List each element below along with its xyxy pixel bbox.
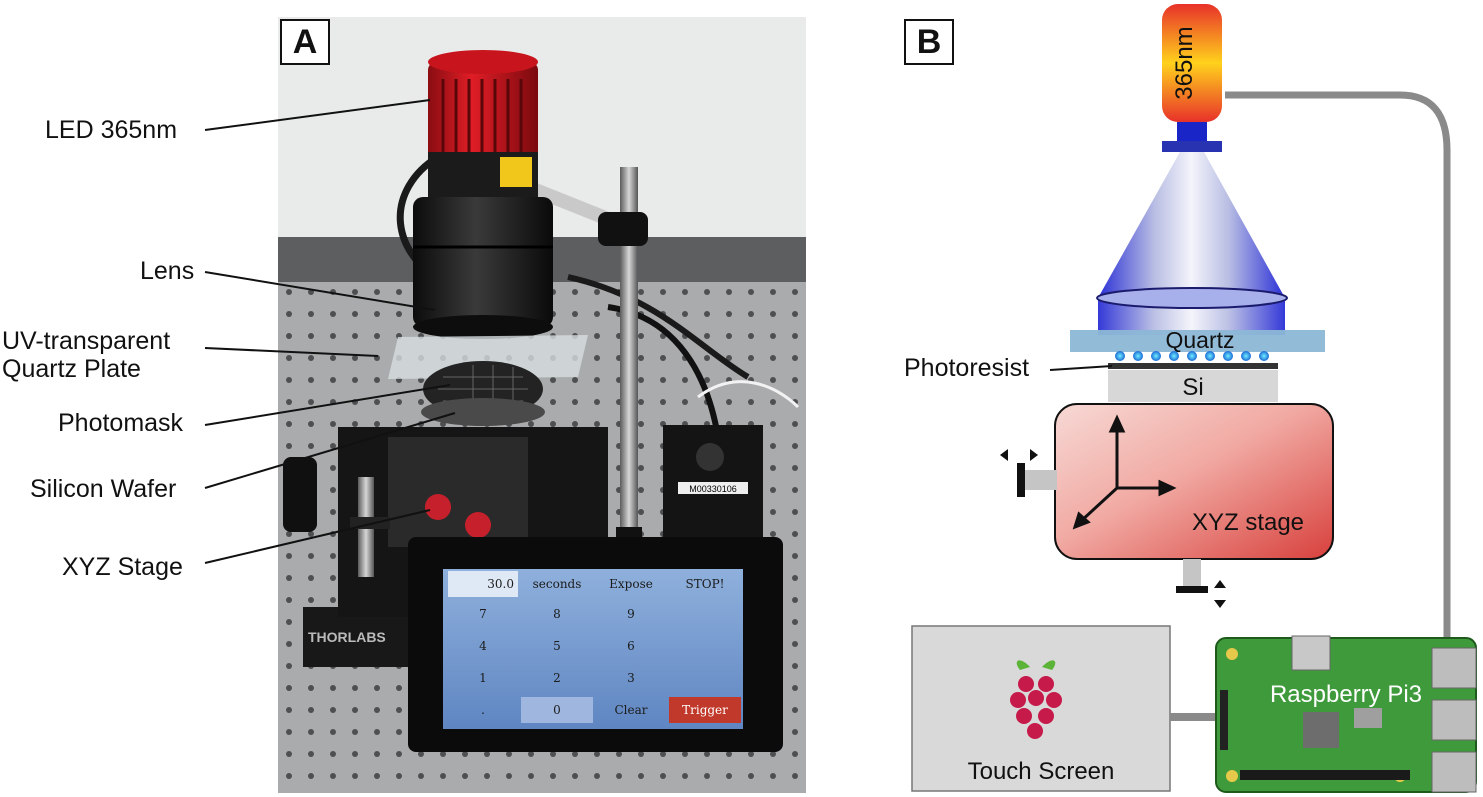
expose-button[interactable]: Expose <box>609 577 653 591</box>
stop-button[interactable]: STOP! <box>685 577 725 591</box>
photoresist-layer <box>1108 363 1278 369</box>
touch-screen-label: Touch Screen <box>968 758 1115 785</box>
key-8[interactable]: 8 <box>553 607 561 621</box>
raspberry-logo-icon <box>1010 660 1062 739</box>
label-photoresist: Photoresist <box>904 354 1030 382</box>
quartz-label: Quartz <box>1165 327 1234 353</box>
key-5[interactable]: 5 <box>553 639 561 653</box>
label-quartz-line1: UV-transparent <box>2 327 171 355</box>
si-label: Si <box>1182 374 1203 401</box>
key-6[interactable]: 6 <box>627 639 635 653</box>
key-7[interactable]: 7 <box>479 607 487 621</box>
key-dot[interactable]: . <box>481 703 485 717</box>
light-cone <box>1098 152 1285 298</box>
touch-screen <box>911 625 1171 792</box>
quartz-plate <box>1070 330 1325 352</box>
cable-led-to-pi <box>1225 91 1451 640</box>
led-label: 365nm <box>1171 26 1198 99</box>
key-1[interactable]: 1 <box>479 671 487 685</box>
key-2[interactable]: 2 <box>553 671 561 685</box>
key-4[interactable]: 4 <box>479 639 487 653</box>
panel-a-photo: THORLABS M00330106 <box>278 17 806 793</box>
seconds-label: seconds <box>532 577 582 591</box>
label-lens: Lens <box>140 257 195 285</box>
trigger-button[interactable]: Trigger <box>669 697 741 723</box>
led-driver-serial: M00330106 <box>689 484 737 494</box>
lens-element <box>1096 287 1288 309</box>
display-value: 30.0 <box>448 571 518 597</box>
key-3[interactable]: 3 <box>627 671 635 685</box>
svg-text:THORLABS: THORLABS <box>308 629 386 645</box>
stage-label: XYZ stage <box>1192 509 1304 536</box>
callout-lines <box>204 99 456 564</box>
key-9[interactable]: 9 <box>627 607 635 621</box>
panel-b-letter: B <box>904 19 954 65</box>
label-xyz-stage: XYZ Stage <box>62 553 183 581</box>
panel-b-schematic: 365nm Quartz Si XYZ stage <box>911 4 1477 793</box>
silicon-wafer <box>1108 370 1278 402</box>
exposure-dots <box>1115 351 1269 361</box>
label-quartz-line2: Quartz Plate <box>2 355 141 383</box>
led-source <box>1162 4 1222 122</box>
touchscreen-ui: 30.0 seconds Expose STOP! 7 8 9 4 5 6 1 … <box>447 569 743 727</box>
label-photomask: Photomask <box>58 409 184 437</box>
label-led: LED 365nm <box>45 116 178 144</box>
key-0[interactable]: 0 <box>521 697 593 723</box>
label-silicon-wafer: Silicon Wafer <box>30 475 177 503</box>
clear-button[interactable]: Clear <box>614 703 648 717</box>
raspberry-pi-label: Raspberry Pi3 <box>1270 681 1422 708</box>
panel-a-letter: A <box>280 19 330 65</box>
